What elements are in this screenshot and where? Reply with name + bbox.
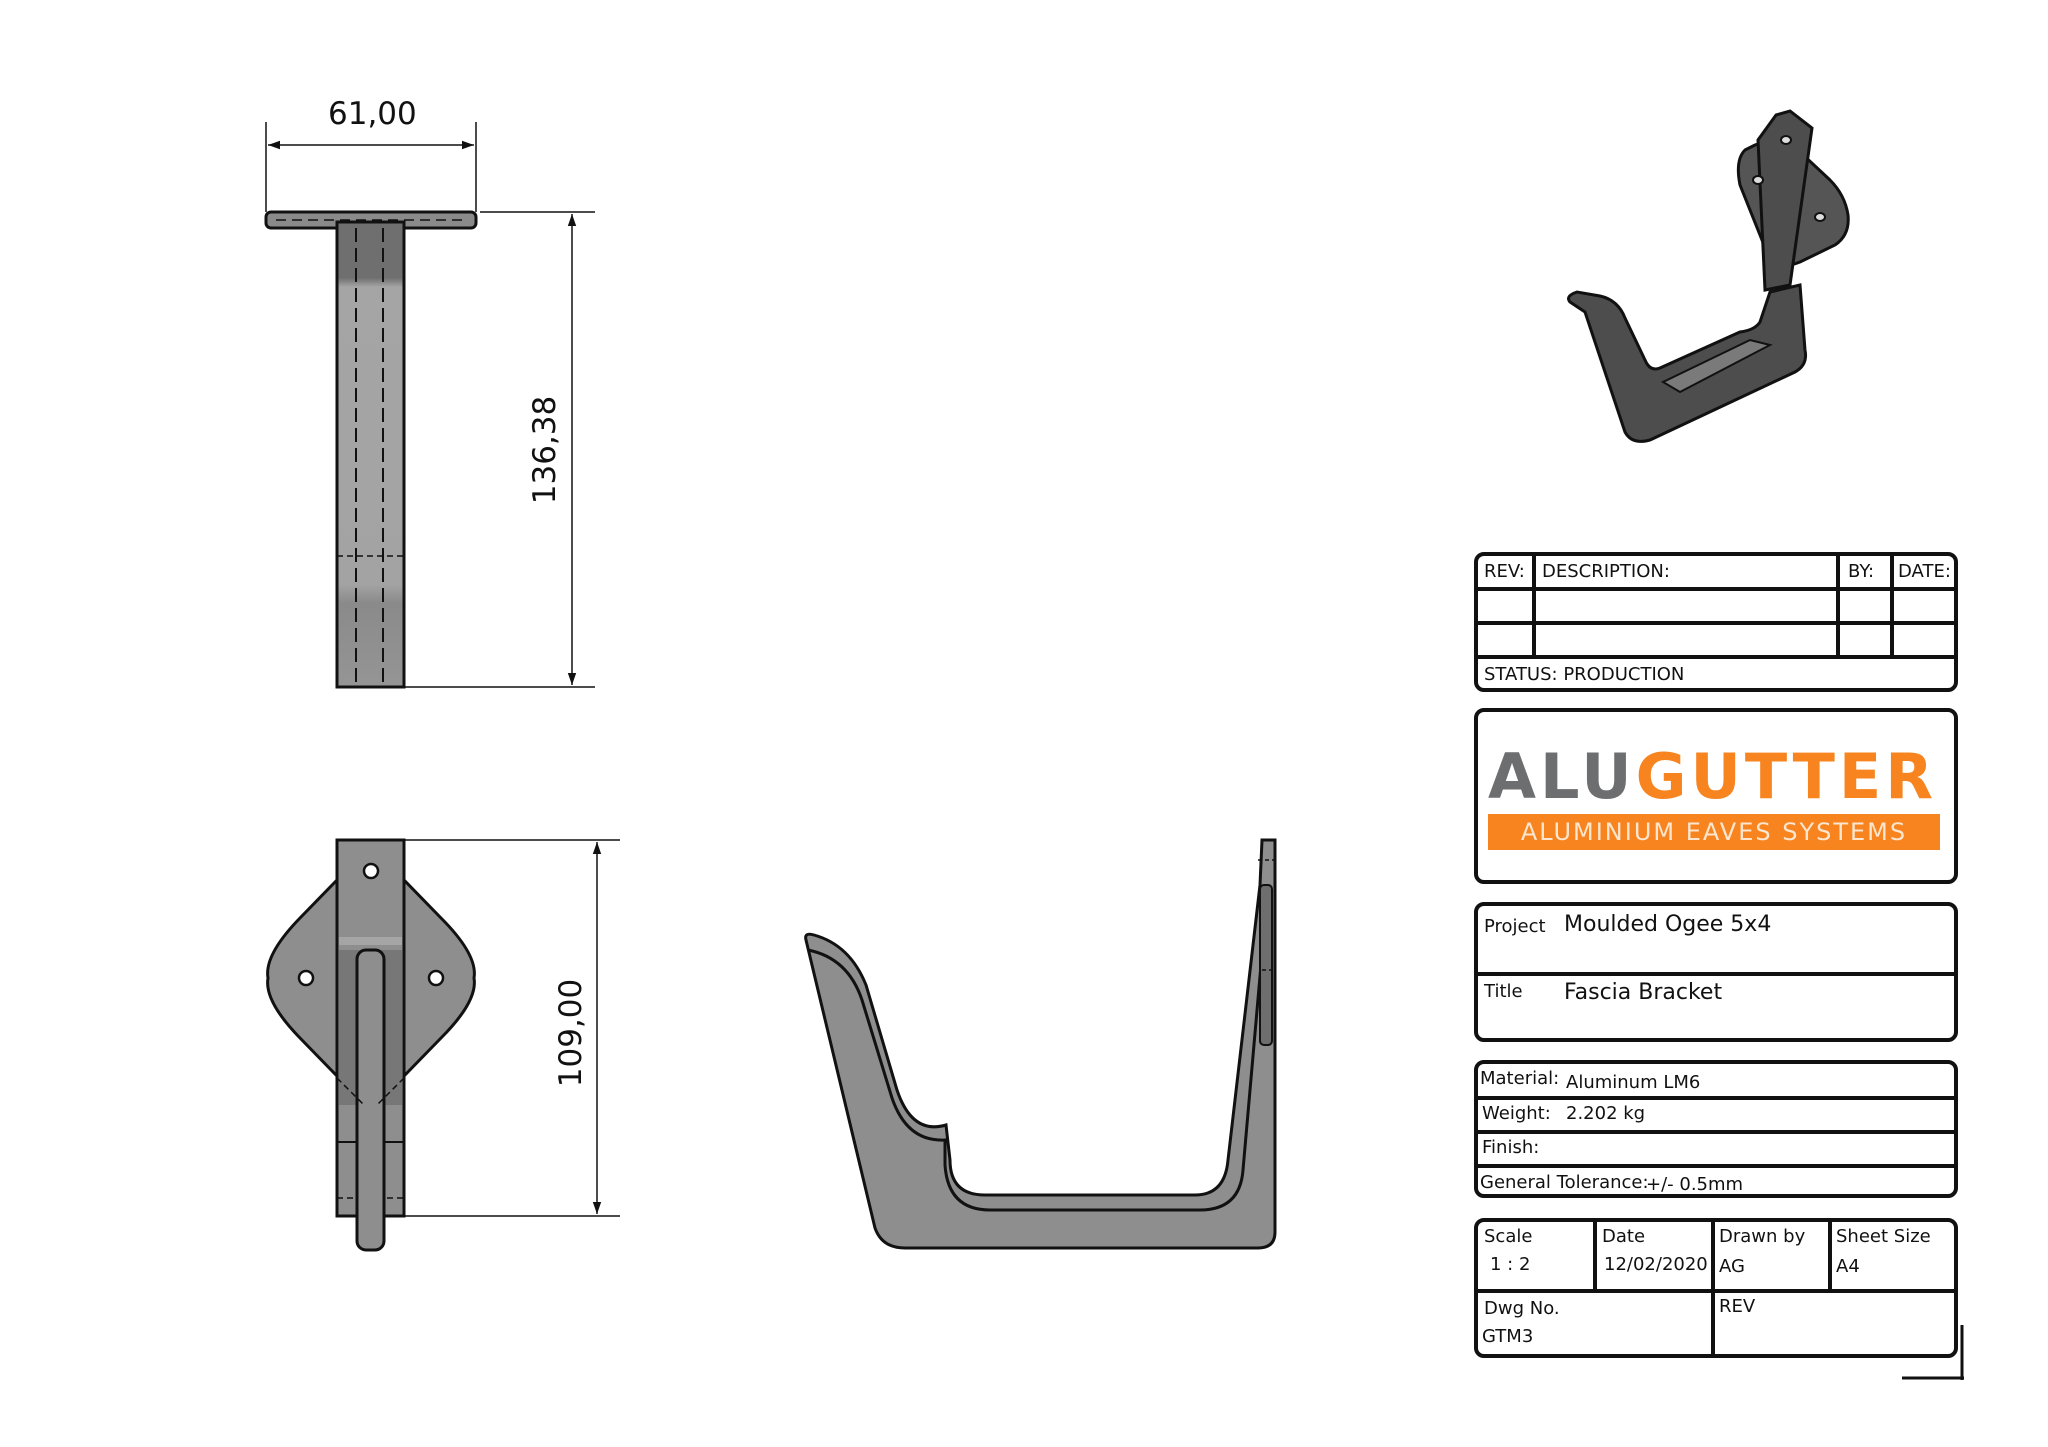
rev-header: REV: — [1484, 561, 1525, 582]
status-label: STATUS: PRODUCTION — [1484, 664, 1685, 685]
dimension-height-label: 136,38 — [527, 395, 563, 505]
logo-tagline: ALUMINIUM EAVES SYSTEMS — [1488, 814, 1940, 850]
revision-table: REV: DESCRIPTION: BY: DATE: STATUS: PROD… — [1474, 552, 1958, 692]
dimension-width-label: 61,00 — [328, 96, 417, 132]
material-block: Material: Aluminum LM6 Weight: 2.202 kg … — [1474, 1060, 1958, 1198]
date-header: DATE: — [1898, 561, 1951, 582]
finish-label: Finish: — [1482, 1137, 1540, 1158]
weight-value: 2.202 kg — [1566, 1103, 1646, 1124]
by-header: BY: — [1848, 561, 1875, 582]
rev-label: REV — [1719, 1296, 1756, 1317]
isometric-view — [1567, 109, 1850, 443]
scale-value: 1 : 2 — [1490, 1254, 1531, 1275]
material-value: Aluminum LM6 — [1566, 1072, 1701, 1093]
sheet-size-label: Sheet Size — [1836, 1226, 1931, 1247]
sheet-size-value: A4 — [1836, 1256, 1860, 1277]
front-view — [266, 838, 620, 1252]
sheet-corner-mark — [1902, 1325, 1964, 1380]
title-label: Title — [1484, 981, 1523, 1002]
project-title-block: Project Moulded Ogee 5x4 Title Fascia Br… — [1474, 902, 1958, 1042]
top-view — [264, 122, 595, 689]
logo-block: ALUGUTTER ALUMINIUM EAVES SYSTEMS — [1474, 708, 1958, 884]
logo-alu: ALU — [1488, 740, 1636, 813]
logo-gutter: GUTTER — [1635, 740, 1937, 813]
drawn-by-label: Drawn by — [1719, 1226, 1806, 1247]
project-value: Moulded Ogee 5x4 — [1564, 912, 1772, 937]
description-header: DESCRIPTION: — [1542, 561, 1670, 582]
dwg-no-value: GTM3 — [1482, 1326, 1534, 1347]
date-label: Date — [1602, 1226, 1646, 1247]
title-value: Fascia Bracket — [1564, 980, 1723, 1005]
logo-text: ALUGUTTER — [1488, 740, 1937, 813]
info-block: Scale 1 : 2 Date 12/02/2020 Drawn by AG … — [1474, 1218, 1958, 1358]
drawn-by-value: AG — [1719, 1256, 1745, 1277]
dimension-front-height-label: 109,00 — [553, 978, 589, 1088]
side-view — [804, 838, 1277, 1250]
date-value: 12/02/2020 — [1604, 1254, 1708, 1275]
material-label: Material: — [1480, 1068, 1560, 1089]
project-label: Project — [1484, 916, 1546, 937]
tolerance-value: +/- 0.5mm — [1646, 1174, 1744, 1195]
weight-label: Weight: — [1482, 1103, 1551, 1124]
dwg-no-label: Dwg No. — [1484, 1298, 1560, 1319]
tolerance-label: General Tolerance: — [1480, 1172, 1649, 1193]
scale-label: Scale — [1484, 1226, 1533, 1247]
